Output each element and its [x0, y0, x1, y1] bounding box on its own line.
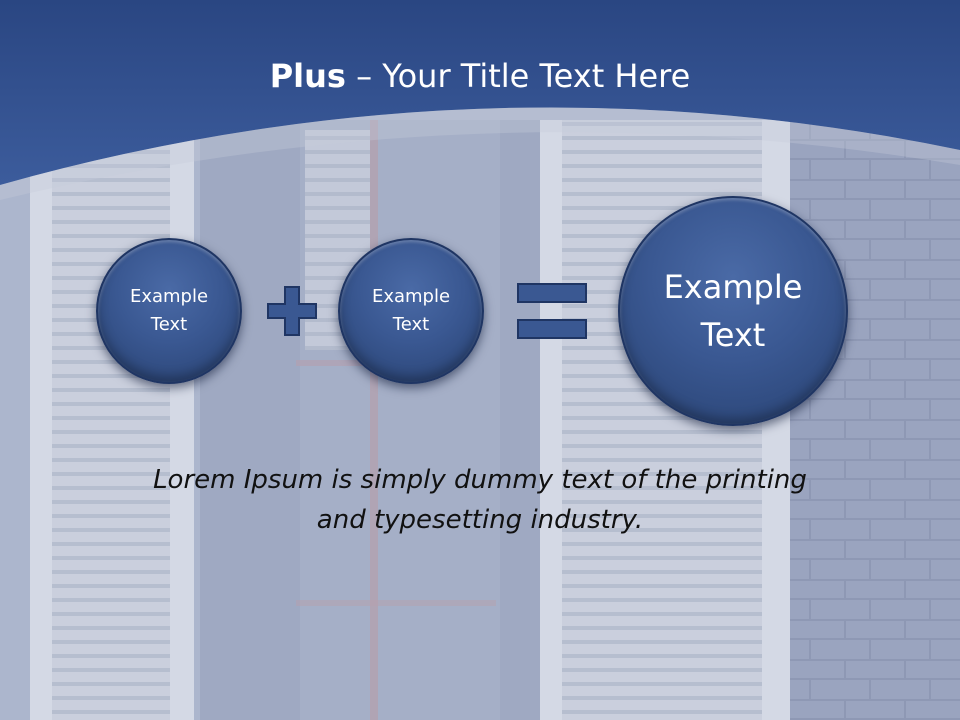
circle-middle: Example Text [338, 238, 484, 384]
slide-title-rest: – Your Title Text Here [345, 57, 691, 95]
circle-result-text: Example Text [663, 268, 803, 354]
plus-icon [267, 286, 317, 336]
equals-icon [517, 283, 587, 339]
circle-result: Example Text [618, 196, 848, 426]
circle-left-text: Example Text [129, 286, 209, 335]
slide-title: Plus – Your Title Text Here [0, 52, 960, 100]
circle-left: Example Text [96, 238, 242, 384]
slide-title-bold: Plus [269, 57, 346, 95]
body-text: Lorem Ipsum is simply dummy text of the … [153, 465, 807, 535]
circle-middle-text: Example Text [371, 286, 451, 335]
